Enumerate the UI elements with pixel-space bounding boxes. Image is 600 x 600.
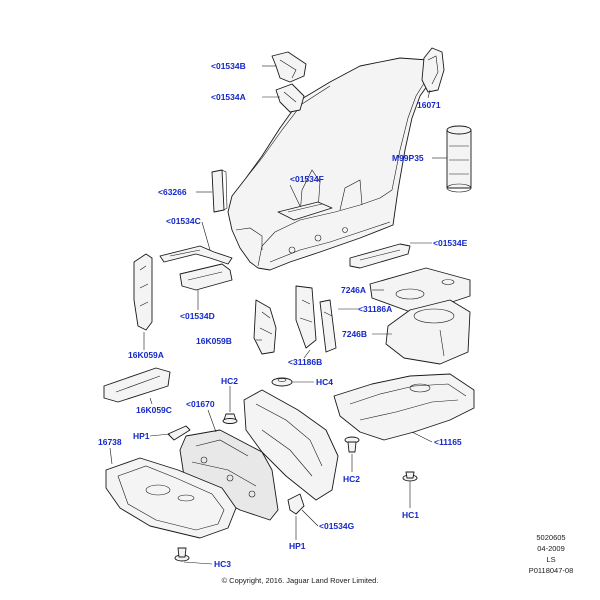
floor-insulator-11165 xyxy=(333,373,475,441)
part-63266 xyxy=(211,169,228,213)
callout-HC4[interactable]: HC4 xyxy=(316,377,334,387)
callout-01534B[interactable]: <01534B xyxy=(211,61,246,71)
reference-number: 5020605 xyxy=(536,533,566,542)
callout-HC2-upper[interactable]: HC2 xyxy=(221,376,239,386)
clip-HC2-upper xyxy=(222,413,238,424)
leader-lines xyxy=(109,65,447,565)
callout-01534G[interactable]: <01534G xyxy=(319,521,355,531)
insulator-16K059B xyxy=(253,299,277,355)
callout-16K059B[interactable]: 16K059B xyxy=(196,336,232,346)
callout-HP1-lower[interactable]: HP1 xyxy=(289,541,306,551)
reference-date: 04-2009 xyxy=(537,544,565,553)
bracket-01534B xyxy=(271,51,307,83)
callout-HC1[interactable]: HC1 xyxy=(402,510,420,520)
pin-HP1-upper xyxy=(167,425,191,441)
callout-31186A[interactable]: <31186A xyxy=(358,304,393,314)
part-16071 xyxy=(421,47,445,93)
reference-initials: LS xyxy=(546,555,556,564)
body-side-frame xyxy=(227,57,437,271)
bracket-01534F xyxy=(277,201,333,221)
callout-01534E[interactable]: <01534E xyxy=(433,238,468,248)
clip-HC1 xyxy=(402,471,418,482)
bracket-01534A xyxy=(275,83,305,113)
callout-01670[interactable]: <01670 xyxy=(186,399,215,409)
callout-16K059A[interactable]: 16K059A xyxy=(128,350,164,360)
bulkhead-insulator xyxy=(243,389,339,501)
callout-HP1-upper[interactable]: HP1 xyxy=(133,431,150,441)
illustration-id: P0118047-08 xyxy=(528,566,574,575)
callout-HC3[interactable]: HC3 xyxy=(214,559,232,569)
grommet-HC4 xyxy=(271,377,293,387)
insulator-16K059C xyxy=(103,367,171,403)
callout-16K059C[interactable]: 16K059C xyxy=(136,405,172,415)
clip-HC3 xyxy=(174,547,190,562)
insulator-16K059A xyxy=(133,253,153,331)
bracket-31186B xyxy=(295,285,317,349)
pin-HP1-lower xyxy=(287,493,305,515)
dash-panel-01670 xyxy=(179,429,279,521)
bracket-01534D xyxy=(179,263,233,291)
callout-63266[interactable]: <63266 xyxy=(158,187,187,197)
bracket-01534C xyxy=(159,245,233,265)
floor-insulator-16738 xyxy=(105,457,237,539)
part-M99P35-can xyxy=(446,125,472,193)
callout-16071[interactable]: 16071 xyxy=(417,100,441,110)
callout-7246A[interactable]: 7246A xyxy=(341,285,367,295)
callout-HC2-lower[interactable]: HC2 xyxy=(343,474,361,484)
callout-16738[interactable]: 16738 xyxy=(98,437,122,447)
callout-M99P35[interactable]: M99P35 xyxy=(392,153,424,163)
callout-31186B[interactable]: <31186B xyxy=(288,357,323,367)
bracket-31186A xyxy=(319,299,337,353)
callout-01534C[interactable]: <01534C xyxy=(166,216,201,226)
callout-01534D[interactable]: <01534D xyxy=(180,311,215,321)
callout-01534F[interactable]: <01534F xyxy=(290,174,324,184)
callout-11165[interactable]: <11165 xyxy=(434,437,462,447)
clip-HC2-lower xyxy=(344,436,360,453)
bracket-01534E xyxy=(349,243,411,269)
copyright-notice: © Copyright, 2016. Jaguar Land Rover Lim… xyxy=(221,576,379,585)
callout-7246B[interactable]: 7246B xyxy=(342,329,368,339)
callout-01534A[interactable]: <01534A xyxy=(211,92,246,102)
insulator-7246B xyxy=(385,299,471,365)
